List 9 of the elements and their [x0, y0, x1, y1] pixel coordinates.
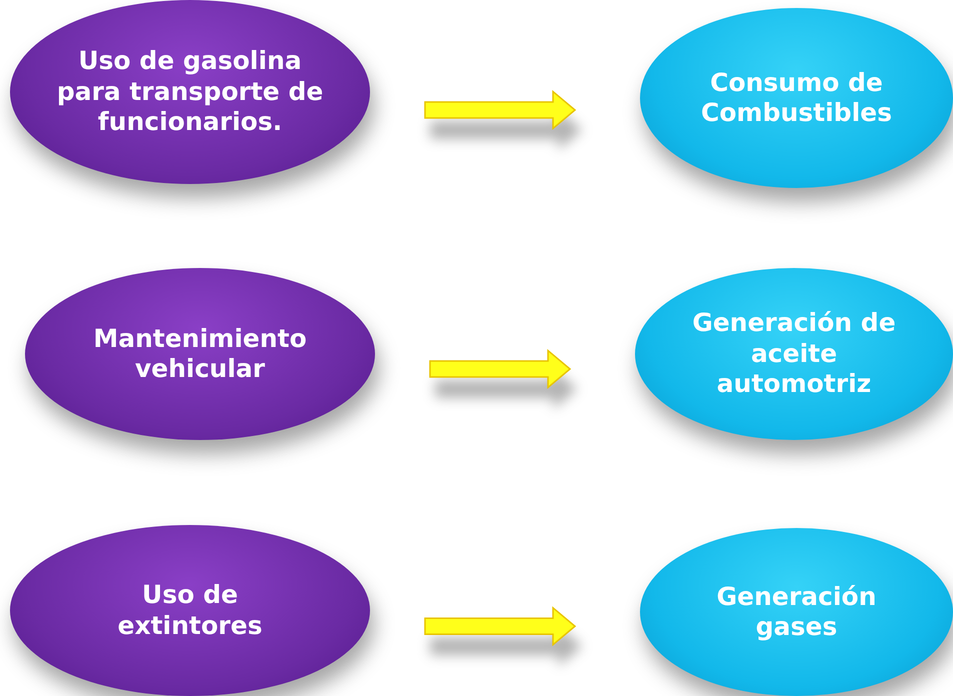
- node-text: Generación de aceite automotriz: [691, 308, 897, 400]
- node-text: Mantenimiento vehicular: [92, 324, 308, 384]
- node-text: Consumo de Combustibles: [700, 68, 893, 128]
- block-arrow: [429, 349, 572, 389]
- node-text: Generación gases: [716, 582, 878, 642]
- block-arrow: [424, 90, 576, 130]
- node-text: Uso de gasolina para transporte de funcionarios.: [56, 46, 324, 138]
- block-arrow: [424, 606, 576, 646]
- node-text: Uso de extintores: [116, 580, 264, 641]
